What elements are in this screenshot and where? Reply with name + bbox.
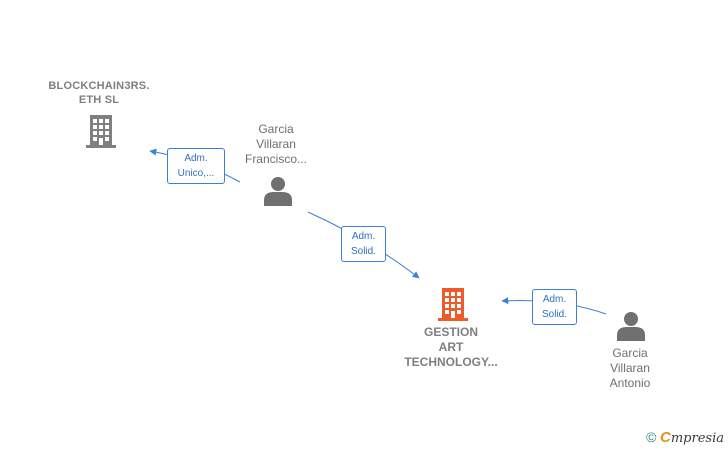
edge-label-line2: Unico,...	[177, 168, 215, 179]
francisco-person-label: Garcia Villaran Francisco...	[228, 122, 324, 167]
edge-label-line1: Adm.	[184, 153, 208, 164]
francisco-label-line2: Villaran	[256, 137, 296, 151]
gestion-company-label: GESTION ART TECHNOLOGY...	[390, 325, 512, 370]
copyright-symbol: ©	[646, 429, 657, 445]
gestion-label-line3: TECHNOLOGY...	[404, 355, 498, 369]
building-icon[interactable]	[84, 113, 118, 149]
brand-logo-text: mpresia	[670, 431, 724, 446]
antonio-label-line1: Garcia	[612, 346, 648, 360]
gestion-label-line2: ART	[438, 340, 464, 354]
blockchain-label-line1: BLOCKCHAIN3RS.	[48, 80, 150, 92]
edge-label-line2: Solid.	[541, 309, 567, 320]
antonio-label-line2: Villaran	[610, 361, 650, 375]
antonio-person-label: Garcia Villaran Antonio	[588, 346, 672, 391]
edge-label-line2: Solid.	[350, 246, 376, 257]
francisco-label-line3: Francisco...	[244, 152, 307, 166]
brand-logo-letter: C	[660, 429, 671, 446]
antonio-label-line3: Antonio	[609, 376, 651, 390]
building-icon[interactable]	[436, 286, 470, 322]
edge-label-francisco-blockchain[interactable]: Adm. Unico,...	[167, 148, 225, 184]
blockchain-label-line2: ETH SL	[78, 94, 120, 106]
empresia-watermark: © Cmpresia	[646, 429, 724, 446]
gestion-label-line1: GESTION	[423, 325, 478, 339]
edge-label-line1: Adm.	[351, 231, 376, 242]
edge-label-line1: Adm.	[542, 294, 567, 305]
person-icon[interactable]	[262, 176, 294, 206]
person-icon[interactable]	[615, 311, 647, 341]
edge-label-francisco-gestion[interactable]: Adm. Solid.	[341, 226, 386, 262]
francisco-label-line1: Garcia	[258, 122, 294, 136]
edge-label-antonio-gestion[interactable]: Adm. Solid.	[532, 289, 577, 325]
blockchain-company-label: BLOCKCHAIN3RS. ETH SL	[38, 79, 160, 107]
